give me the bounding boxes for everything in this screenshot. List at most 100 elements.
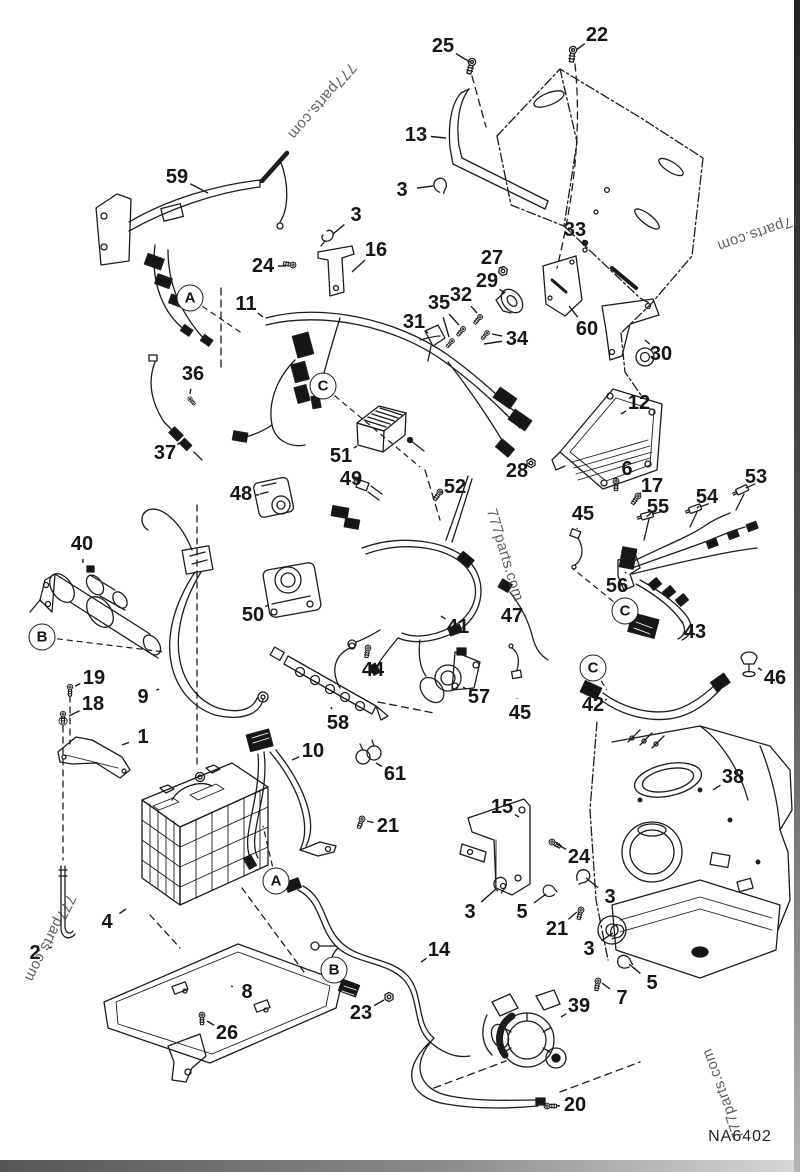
leader-line: [366, 820, 374, 824]
view-balloon-C-1: C: [309, 372, 337, 400]
leader-line: [202, 305, 244, 335]
sender-29: [495, 288, 524, 314]
callout-4-54: 4: [101, 911, 113, 933]
grommet-46: [740, 651, 758, 678]
leader-line: [462, 686, 467, 690]
leader-line: [334, 395, 421, 468]
callout-44-41: 44: [361, 659, 385, 681]
leader-line: [440, 615, 446, 620]
leader-line: [575, 43, 586, 51]
leader-line: [604, 698, 608, 701]
harness-41: [330, 475, 482, 677]
leader-line: [367, 653, 370, 656]
leader-line: [118, 908, 127, 915]
callout-36-18: 36: [181, 363, 205, 385]
callout-55-30: 55: [646, 496, 670, 518]
callout-8-68: 8: [241, 981, 253, 1003]
bracket-30: [601, 298, 660, 361]
leader-line: [442, 317, 450, 338]
leader-line: [156, 688, 160, 691]
leader-line: [68, 710, 80, 717]
callout-46-45: 46: [763, 667, 787, 689]
callout-40-32: 40: [70, 533, 94, 555]
callout-50-33: 50: [241, 604, 265, 626]
sensor-47: [497, 578, 549, 661]
leader-line: [176, 441, 182, 446]
scan-edge-bottom: [0, 1160, 794, 1172]
leader-line: [500, 266, 504, 270]
leader-line: [757, 667, 763, 671]
callout-32-11: 32: [449, 284, 473, 306]
leader-line: [430, 135, 447, 139]
leader-line: [527, 462, 531, 465]
leader-line: [373, 999, 385, 1007]
callout-48-25: 48: [229, 483, 253, 505]
leader-line: [480, 888, 497, 903]
callout-21-59: 21: [545, 918, 569, 940]
leader-line: [571, 567, 614, 603]
callout-9-40: 9: [137, 686, 149, 708]
leader-line: [262, 825, 274, 867]
callout-30-16: 30: [649, 343, 673, 365]
view-balloon-C-3: C: [611, 597, 639, 625]
callout-25-0: 25: [431, 35, 455, 57]
scan-edge-right: [794, 0, 800, 1172]
leader-line: [514, 814, 520, 818]
leader-line: [440, 491, 444, 494]
callout-1-47: 1: [137, 726, 149, 748]
leader-line: [257, 312, 264, 318]
leader-line: [601, 932, 614, 942]
callout-27-8: 27: [480, 247, 504, 269]
leader-line: [568, 305, 579, 318]
leader-line: [624, 571, 627, 574]
callout-3-3: 3: [396, 179, 408, 201]
callout-10-48: 10: [301, 740, 325, 762]
bracket-60: [542, 255, 583, 317]
bracket-31: [424, 324, 446, 362]
callout-16-7: 16: [364, 239, 388, 261]
relay-bracket-56: [617, 555, 641, 591]
callout-3-60: 3: [583, 938, 595, 960]
callout-5-57: 5: [516, 901, 528, 923]
leader-line: [491, 333, 503, 337]
leader-line: [483, 340, 503, 345]
throttle-body-50: [262, 562, 322, 618]
leader-line: [455, 53, 471, 63]
callout-6-23: 6: [621, 458, 633, 480]
alternator-39: [482, 989, 567, 1069]
callout-37-19: 37: [153, 442, 177, 464]
leader-line: [644, 339, 651, 345]
leader-line: [375, 762, 383, 768]
callout-3-56: 3: [604, 886, 616, 908]
callout-22-1: 22: [585, 24, 609, 46]
leader-line: [332, 224, 345, 235]
ground-strap-44: [334, 642, 372, 689]
leader-line: [48, 946, 53, 949]
sensor-49: [353, 476, 383, 501]
view-balloon-B-2: B: [28, 623, 56, 651]
callout-35-12: 35: [427, 292, 451, 314]
hold-down-bracket-1: [57, 736, 131, 779]
clamps-61: [355, 739, 382, 765]
leader-line: [230, 985, 234, 988]
leader-line: [121, 741, 130, 746]
resistor-51: [356, 405, 425, 453]
bracket-16: [317, 245, 355, 297]
leader-line: [416, 185, 434, 189]
leader-line: [533, 893, 547, 904]
callout-59-4: 59: [165, 166, 189, 188]
leader-line: [712, 784, 721, 791]
cable-tie-icon: [320, 229, 334, 247]
callout-5-61: 5: [646, 972, 658, 994]
callout-42-44: 42: [581, 694, 605, 716]
callout-24-55: 24: [567, 846, 591, 868]
leader-line: [189, 388, 192, 395]
harness-59: [95, 150, 290, 347]
callout-43-35: 43: [683, 621, 707, 643]
leader-line: [556, 843, 567, 850]
callout-26-67: 26: [215, 1022, 239, 1044]
callout-14-65: 14: [427, 939, 451, 961]
callout-53-28: 53: [744, 466, 768, 488]
leader-line: [353, 445, 358, 449]
battery: [141, 762, 269, 906]
